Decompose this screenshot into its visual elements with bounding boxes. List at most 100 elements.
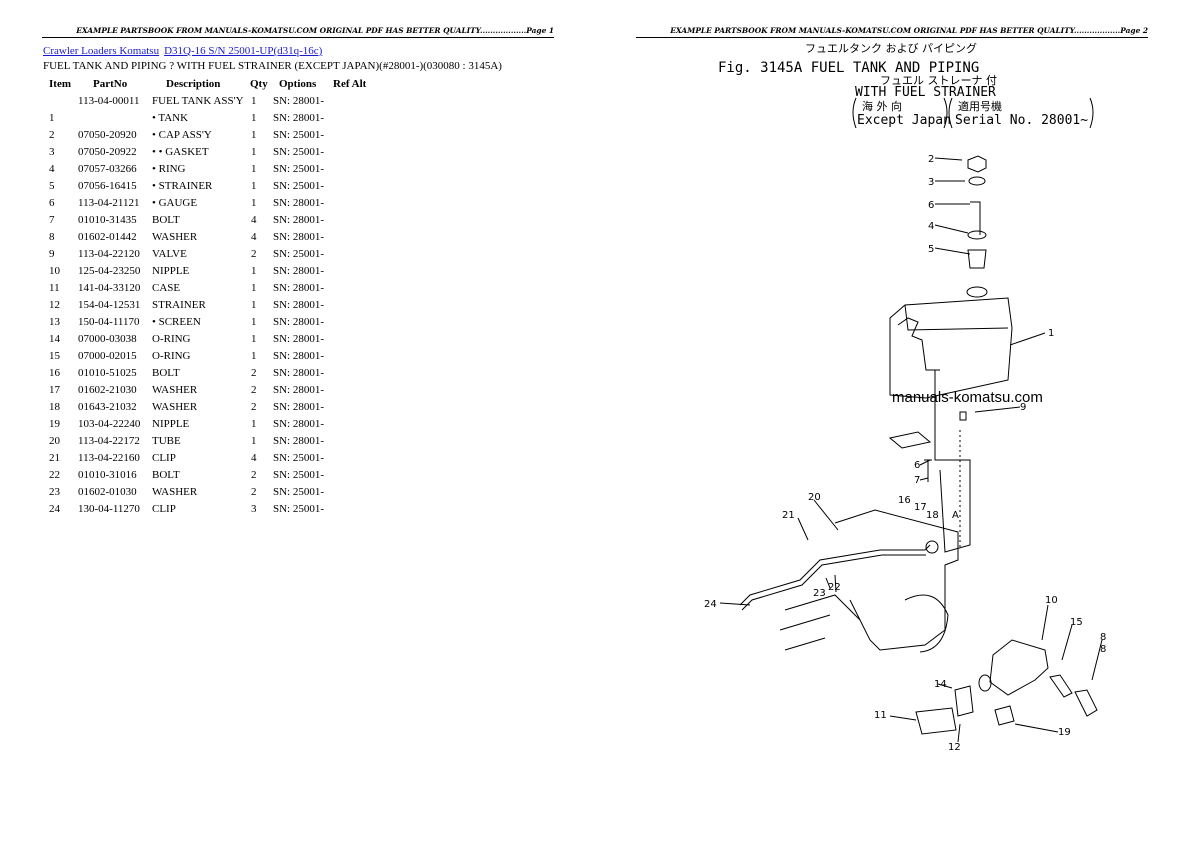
figure-jp-serial: 適用号機 (958, 99, 1002, 113)
column-header-item: Item (49, 78, 71, 90)
options-cell: SN: 25001- (273, 129, 325, 141)
callout-label: 11 (874, 710, 887, 721)
item-cell: 8 (49, 231, 55, 243)
options-cell: SN: 25001- (273, 452, 325, 464)
options-cell: SN: 25001- (273, 248, 325, 260)
description-cell: • CAP ASS'Y (152, 129, 212, 141)
partno-cell: 113-04-22172 (78, 435, 140, 447)
partno-cell: 01010-31016 (78, 469, 137, 481)
qty-cell: 2 (251, 486, 257, 498)
callout-label: 6 (928, 200, 934, 211)
qty-cell: 1 (251, 333, 257, 345)
options-cell: SN: 25001- (273, 146, 325, 158)
callout-label: 7 (914, 475, 920, 486)
description-cell: WASHER (152, 401, 198, 413)
callout-label: 16 (898, 495, 911, 506)
options-cell: SN: 28001- (273, 265, 325, 277)
item-cell: 7 (49, 214, 55, 226)
description-cell: FUEL TANK ASS'Y (152, 95, 244, 107)
qty-cell: 1 (251, 95, 257, 107)
partno-cell: 103-04-22240 (78, 418, 141, 430)
item-cell: 12 (49, 299, 60, 311)
description-cell: • • GASKET (152, 146, 209, 158)
qty-cell: 1 (251, 146, 257, 158)
callout-label: 22 (828, 582, 841, 593)
callout-label: 21 (782, 510, 795, 521)
item-cell: 20 (49, 435, 60, 447)
callout-label: 18 (926, 510, 939, 521)
description-cell: WASHER (152, 384, 198, 396)
column-header-description: Description (166, 78, 221, 90)
partno-cell: 01010-51025 (78, 367, 137, 379)
description-cell: CASE (152, 282, 181, 294)
figure-title: Fig. 3145A FUEL TANK AND PIPING (718, 60, 979, 76)
options-cell: SN: 28001- (273, 282, 325, 294)
qty-cell: 1 (251, 163, 257, 175)
description-cell: • GAUGE (152, 197, 198, 209)
qty-cell: 1 (251, 265, 257, 277)
figure-jp-strainer: フュエル ストレーナ 付 (880, 74, 997, 87)
item-cell: 10 (49, 265, 60, 277)
qty-cell: 1 (251, 282, 257, 294)
description-cell: • STRAINER (152, 180, 213, 192)
options-cell: SN: 28001- (273, 231, 325, 243)
callout-label: 3 (928, 177, 934, 188)
partno-cell: 154-04-12531 (78, 299, 141, 311)
partno-cell: 125-04-23250 (78, 265, 141, 277)
callout-label: 14 (934, 679, 947, 690)
partno-cell: 07000-03038 (78, 333, 137, 345)
qty-cell: 1 (251, 129, 257, 141)
column-header-options: Options (279, 78, 317, 90)
qty-cell: 1 (251, 299, 257, 311)
callout-label: 5 (928, 244, 934, 255)
callout-label: 4 (928, 221, 934, 232)
partno-cell: 141-04-33120 (78, 282, 141, 294)
description-cell: VALVE (152, 248, 187, 260)
item-cell: 23 (49, 486, 60, 498)
description-cell: • RING (152, 163, 186, 175)
qty-cell: 2 (251, 401, 257, 413)
breadcrumb-link-model[interactable]: D31Q-16 S/N 25001-UP(d31q-16c) (164, 45, 323, 57)
item-cell: 22 (49, 469, 60, 481)
partno-cell: 01643-21032 (78, 401, 137, 413)
qty-cell: 4 (251, 214, 257, 226)
item-cell: 16 (49, 367, 60, 379)
qty-cell: 2 (251, 367, 257, 379)
watermark: manuals-komatsu.com (892, 389, 1043, 406)
callout-label: 23 (813, 588, 826, 599)
description-cell: TUBE (152, 435, 181, 447)
item-cell: 14 (49, 333, 60, 345)
options-cell: SN: 28001- (273, 367, 325, 379)
figure-serial: Serial No. 28001~ (955, 113, 1088, 128)
options-cell: SN: 28001- (273, 95, 325, 107)
options-cell: SN: 25001- (273, 503, 325, 515)
partno-cell: 07050-20920 (78, 129, 137, 141)
partno-cell: 07056-16415 (78, 180, 137, 192)
callout-label: 12 (948, 742, 961, 753)
partno-cell: 113-04-00011 (78, 95, 140, 107)
description-cell: CLIP (152, 452, 176, 464)
figure-subtitle: WITH FUEL STRAINER (855, 85, 996, 100)
callout-label: 8 (1100, 632, 1106, 643)
callout-label: 24 (704, 599, 717, 610)
item-cell: 4 (49, 163, 55, 175)
callout-label: 15 (1070, 617, 1083, 628)
options-cell: SN: 28001- (273, 384, 325, 396)
item-cell: 21 (49, 452, 60, 464)
options-cell: SN: 28001- (273, 350, 325, 362)
breadcrumb-link-category[interactable]: Crawler Loaders Komatsu (43, 45, 160, 57)
qty-cell: 4 (251, 231, 257, 243)
qty-cell: 3 (251, 503, 257, 515)
page-header-left: EXAMPLE PARTSBOOK FROM MANUALS-KOMATSU.C… (76, 26, 554, 35)
item-cell: 18 (49, 401, 60, 413)
options-cell: SN: 25001- (273, 486, 325, 498)
qty-cell: 4 (251, 452, 257, 464)
qty-cell: 1 (251, 316, 257, 328)
qty-cell: 1 (251, 350, 257, 362)
partno-cell: 07057-03266 (78, 163, 137, 175)
item-cell: 17 (49, 384, 60, 396)
item-cell: 3 (49, 146, 55, 158)
column-header-partno: PartNo (93, 78, 128, 90)
partno-cell: 130-04-11270 (78, 503, 140, 515)
options-cell: SN: 25001- (273, 180, 325, 192)
